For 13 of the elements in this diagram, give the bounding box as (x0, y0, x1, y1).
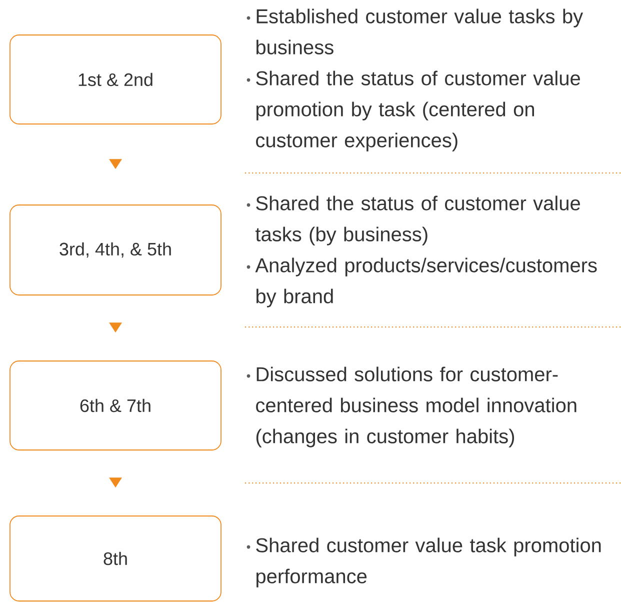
arrow (109, 322, 122, 332)
bullet-text: Shared customer value task promotion performance (256, 538, 601, 588)
stage-box: 3rd, 4th, & 5th (10, 204, 222, 296)
bullet-text: Analyzed products/services/customers by brand (255, 258, 597, 308)
bullet-text: Shared the status of customer value promotion by task (centered on customer experiences) (256, 70, 580, 152)
stage-box: 8th (10, 516, 222, 602)
stage-box: 1st & 2nd (10, 34, 222, 124)
bullet-text: Discussed solutions for customer-centered business model innovation (changes in customer habits) (256, 366, 576, 448)
arrow (109, 159, 122, 169)
stage-box: 6th & 7th (10, 360, 222, 450)
arrow (109, 478, 122, 488)
bullet-text: Shared the status of customer value tasks (by business) (256, 196, 580, 246)
bullet-text: Established customer value tasks by business (256, 8, 584, 54)
